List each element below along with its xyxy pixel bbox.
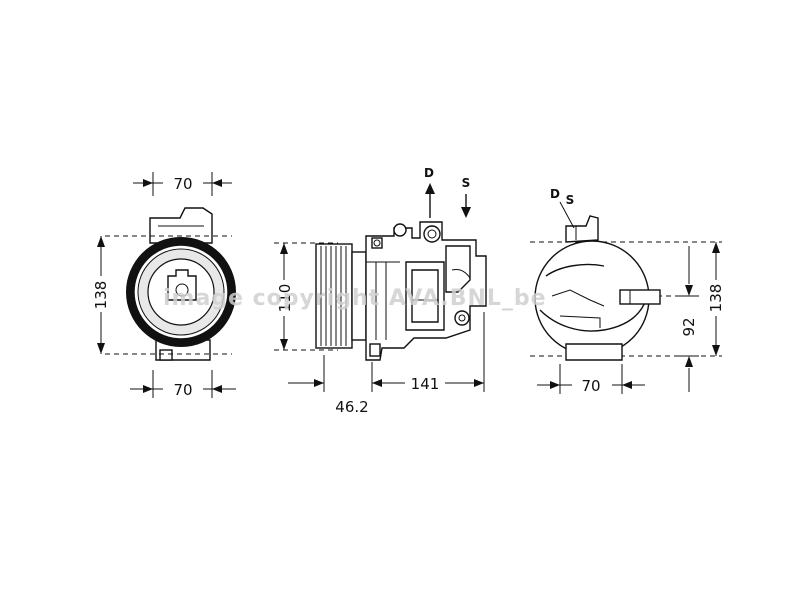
rear-height-dimension: 138 (706, 242, 726, 356)
side-suction-label: S (462, 176, 471, 190)
rear-discharge-label: D (550, 187, 560, 201)
rear-width-dimension: 70 (537, 364, 645, 395)
front-height-dimension: 138 (91, 236, 111, 354)
rear-view: D S 92 138 (530, 187, 726, 395)
side-view: 110 (274, 166, 487, 416)
side-suction-port-marker: S (461, 176, 471, 218)
side-compressor-body (365, 221, 487, 361)
side-height-dimension: 110 (275, 243, 295, 350)
rear-port-block (565, 215, 599, 243)
front-top-width-label: 70 (173, 175, 192, 193)
side-discharge-port-marker: D (424, 166, 435, 218)
front-view: 70 138 (91, 172, 236, 399)
front-top-width-dimension: 70 (133, 172, 232, 196)
watermark-text: image copyright AVA.BNL_be (163, 286, 547, 311)
rear-port-markers: D S (550, 187, 575, 229)
rear-port-height-label: 92 (680, 317, 698, 336)
front-bottom-width-dimension: 70 (130, 370, 236, 399)
rear-suction-label: S (566, 193, 575, 207)
side-length-label: 141 (411, 375, 440, 393)
side-length-dimension: 141 (398, 375, 484, 393)
side-offset-dimension: 46.2 (288, 379, 398, 416)
side-discharge-label: D (424, 166, 434, 180)
side-offset-label: 46.2 (335, 398, 368, 416)
rear-height-label: 138 (707, 284, 725, 313)
front-bottom-width-label: 70 (173, 381, 192, 399)
front-clutch-hub (147, 258, 215, 326)
front-height-label: 138 (92, 281, 110, 310)
rear-port-height-dimension: 92 (677, 246, 699, 392)
rear-side-fitting (619, 289, 661, 305)
rear-width-label: 70 (581, 377, 600, 395)
side-height-label: 110 (276, 284, 294, 313)
